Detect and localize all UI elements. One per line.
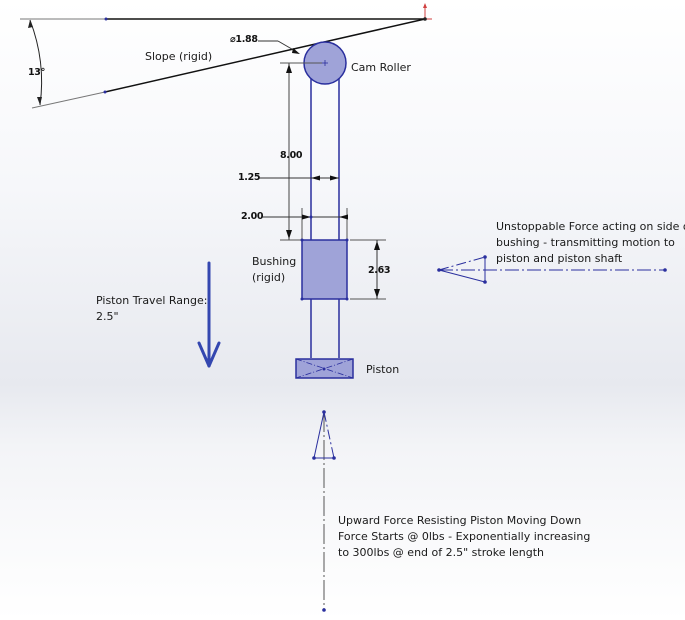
arrowhead: [339, 214, 348, 220]
bushing-label-line: (rigid): [252, 271, 286, 284]
arrowhead: [292, 48, 300, 54]
bushing-label[interactable]: Bushing (rigid): [252, 254, 296, 286]
sketch-point[interactable]: [103, 90, 107, 94]
sketch-point[interactable]: [322, 367, 326, 371]
roller-diameter-dimension[interactable]: ⌀1.88: [230, 34, 258, 45]
arrowhead: [374, 241, 380, 250]
arrowhead: [302, 214, 311, 220]
arrowhead: [286, 230, 292, 239]
sketch-point[interactable]: [345, 238, 349, 242]
up-force-label[interactable]: Upward Force Resisting Piston Moving Dow…: [338, 513, 590, 561]
slope-line[interactable]: [104, 18, 426, 93]
arrowhead: [37, 97, 42, 105]
sketch-point[interactable]: [345, 297, 349, 301]
sketch-point[interactable]: [437, 268, 441, 272]
side-force-label-line: bushing - transmitting motion to: [496, 236, 675, 249]
side-force-arrowhead-icon: [438, 256, 486, 271]
piston-travel-label-line: 2.5": [96, 310, 119, 323]
slope-label[interactable]: Slope (rigid): [145, 50, 213, 63]
shaft-width-dimension[interactable]: 1.25: [238, 172, 261, 183]
arrowhead: [28, 20, 33, 28]
side-force-label[interactable]: Unstoppable Force acting on side of bush…: [496, 219, 685, 267]
sketch-point[interactable]: [483, 280, 487, 284]
sketch-point[interactable]: [300, 297, 304, 301]
arrowhead: [311, 175, 320, 181]
bushing-width-dimension[interactable]: 2.00: [241, 211, 264, 222]
side-force-label-line: piston and piston shaft: [496, 252, 623, 265]
piston-travel-label[interactable]: Piston Travel Range: 2.5": [96, 293, 207, 325]
side-force-label-line: Unstoppable Force acting on side of: [496, 220, 685, 233]
bushing[interactable]: [301, 239, 348, 300]
sketch-point[interactable]: [663, 268, 667, 272]
origin-arrow-icon: [423, 3, 427, 8]
bushing-label-line: Bushing: [252, 255, 297, 268]
piston-travel-label-line: Piston Travel Range:: [96, 294, 208, 307]
sketch-point[interactable]: [104, 17, 108, 21]
angle-dimension[interactable]: 13°: [28, 67, 46, 78]
shaft-length-dimension[interactable]: 8.00: [280, 150, 303, 161]
cam-roller-label[interactable]: Cam Roller: [351, 61, 411, 74]
arrowhead: [286, 64, 292, 73]
sketch-point[interactable]: [483, 255, 487, 259]
angle-dimension-arc[interactable]: [29, 19, 43, 106]
up-force-arrowhead-icon: [313, 411, 325, 459]
sketch-point[interactable]: [322, 410, 326, 414]
up-force-label-line: to 300lbs @ end of 2.5" stroke length: [338, 546, 545, 559]
sketch-point[interactable]: [332, 456, 336, 460]
sketch-point[interactable]: [322, 608, 326, 612]
origin-point[interactable]: [423, 17, 427, 21]
up-force-arrowhead-icon: [323, 411, 335, 459]
side-force-arrowhead-icon: [438, 269, 486, 283]
sketch-point[interactable]: [312, 456, 316, 460]
arrowhead: [330, 175, 339, 181]
sketch-point[interactable]: [300, 238, 304, 242]
up-force-label-line: Force Starts @ 0lbs - Exponentially incr…: [338, 530, 591, 543]
piston-label[interactable]: Piston: [366, 363, 400, 376]
travel-arrow-head-icon: [197, 341, 221, 368]
arrowhead: [374, 289, 380, 298]
bushing-height-dimension[interactable]: 2.63: [368, 265, 391, 276]
up-force-label-line: Upward Force Resisting Piston Moving Dow…: [338, 514, 582, 527]
slope-extension-line: [31, 91, 106, 109]
sketch-point[interactable]: [309, 215, 313, 219]
